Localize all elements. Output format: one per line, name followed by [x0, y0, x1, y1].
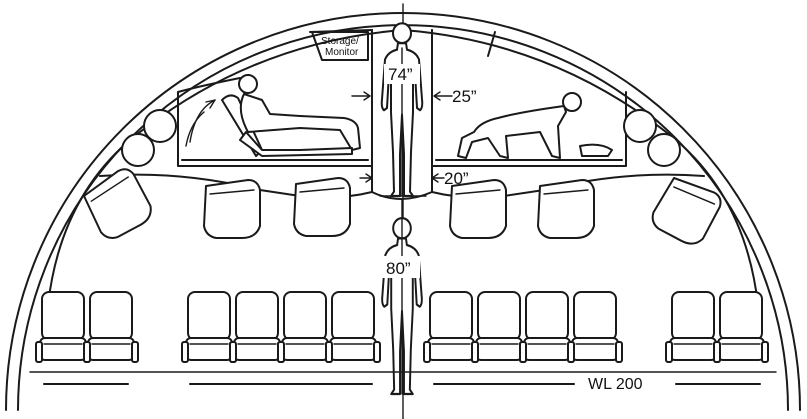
dim-upper-height: 74” [384, 47, 420, 197]
dim-upper-width-label: 25” [452, 87, 477, 106]
cabin-floor [29, 371, 777, 385]
overhead-bin-icon-1 [78, 164, 158, 244]
dim-upper-width: 25” [351, 87, 477, 106]
overhead-bin-icon-3 [293, 177, 351, 237]
dim-passage-width: 20” [359, 169, 469, 188]
overhead-bin-icon-2 [203, 179, 261, 239]
overhead-bin-icon-6 [646, 170, 726, 251]
seat-row-right-outboard [665, 291, 769, 363]
overhead-bin-icon-4 [449, 179, 507, 239]
overhead-bin-icon-5 [537, 179, 595, 239]
storage-label-line1: Storage/ [321, 36, 359, 47]
seat-row-left-center [181, 291, 381, 363]
dim-lower-height-label: 80” [386, 259, 411, 278]
dim-upper-height-label: 74” [388, 65, 413, 84]
person-crawling-icon [457, 92, 613, 159]
person-reclining-icon [185, 74, 361, 157]
cabin-light-icon-right [623, 109, 681, 167]
waterline-label: WL 200 [588, 376, 643, 393]
dim-lower-height: 80” [382, 199, 420, 395]
storage-label-line2: Monitor [325, 47, 359, 58]
seat-row-right-center [423, 291, 623, 363]
dim-passage-width-label: 20” [444, 169, 469, 188]
seat-row-left-outboard [35, 291, 139, 363]
storage-monitor-box: Storage/ Monitor [311, 31, 369, 61]
cabin-light-icon-left [121, 109, 177, 167]
